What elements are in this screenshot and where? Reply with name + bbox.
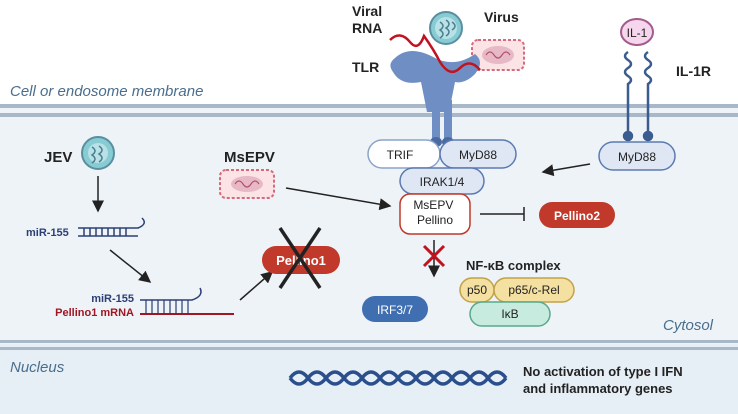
block-cross-icon	[422, 244, 446, 268]
viral-rna-line1: Viral	[352, 3, 382, 19]
nucleus-region	[0, 344, 738, 414]
extracellular-space	[0, 0, 738, 106]
msepv-label: MsEPV	[224, 149, 275, 166]
arrow-myd88-to-pellino	[541, 163, 591, 177]
nucleus-label: Nucleus	[10, 359, 65, 376]
jev-virus-icon	[81, 136, 115, 170]
arrow-duplex-to-pellino1	[239, 271, 274, 301]
il1r-label: IL-1R	[676, 63, 711, 79]
dna-icon	[288, 370, 508, 386]
outcome-label: No activation of type I IFN and inflamma…	[523, 364, 686, 396]
mir155-label: miR-155	[26, 227, 69, 239]
pellino2-node	[539, 202, 615, 228]
myd88-center-node	[439, 139, 517, 169]
viral-rna-strand	[389, 33, 481, 74]
irak14-label: IRAK1/4	[420, 175, 465, 189]
ikb-label: IκB	[501, 307, 518, 321]
pellino2-label: Pellino2	[554, 209, 600, 223]
mir155-hairpin	[78, 217, 145, 237]
msepv-pellino-node	[399, 193, 471, 235]
il1r-receptor	[622, 50, 654, 142]
jev-label: JEV	[44, 149, 72, 166]
arrow-msepv-to-pellino	[285, 187, 392, 211]
outcome-line1: No activation of type I IFN	[523, 364, 683, 379]
outcome-line2: and inflammatory genes	[523, 381, 673, 396]
msepv-pellino-label: MsEPV Pellino	[413, 198, 456, 227]
irf37-label: IRF3/7	[377, 303, 413, 317]
msepv-virion	[219, 169, 275, 199]
viral-rna-label: Viral RNA	[352, 3, 386, 36]
il1-label: IL-1	[627, 26, 648, 40]
pellino1-cross-icon	[278, 227, 322, 289]
msepv-pellino-line2: Pellino	[417, 213, 453, 227]
nfkb-title: NF-κB complex	[466, 258, 561, 273]
myd88-right-node	[598, 141, 676, 171]
viral-rna-line2: RNA	[352, 20, 382, 36]
virus-label: Virus	[484, 9, 519, 25]
msepv-virion-top	[471, 39, 525, 71]
myd88-center-label: MyD88	[459, 148, 497, 162]
tlr-receptor	[390, 51, 480, 147]
virus-icon	[429, 11, 463, 45]
arrow-mir155-to-duplex	[109, 249, 152, 283]
p65-label: p65/c-Rel	[508, 283, 559, 297]
membrane-label: Cell or endosome membrane	[10, 83, 203, 100]
tlr-label: TLR	[352, 59, 379, 75]
mir155-b-label: miR-155	[91, 293, 134, 305]
msepv-pellino-line1: MsEPV	[413, 198, 453, 212]
irf37-node	[362, 296, 428, 322]
mir155-pellino1-duplex	[140, 287, 234, 315]
trif-label: TRIF	[387, 148, 414, 162]
nuclear-membrane	[0, 340, 738, 350]
il1-ligand: IL-1	[620, 18, 654, 46]
ikb-node	[469, 301, 551, 327]
cell-membrane	[0, 104, 738, 117]
myd88-right-label: MyD88	[618, 150, 656, 164]
inhibit-pellino2	[480, 207, 525, 221]
pellino1-mrna-label: Pellino1 mRNA	[55, 307, 134, 319]
cytosol-label: Cytosol	[663, 317, 714, 334]
p50-label: p50	[467, 283, 487, 297]
